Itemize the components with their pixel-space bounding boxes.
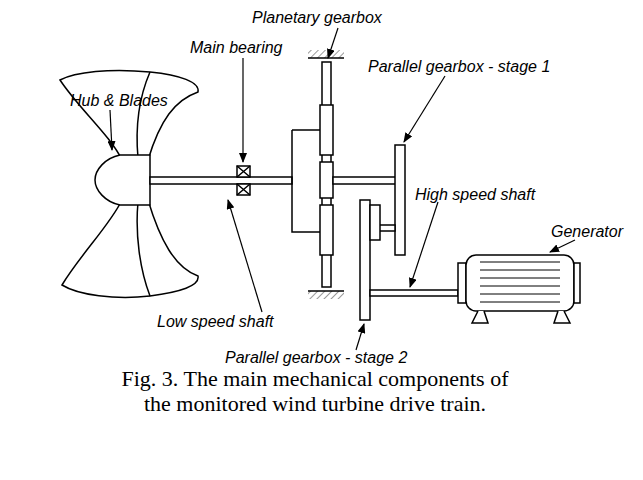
part-label: Low speed shaft (157, 313, 274, 331)
part-label: Planetary gearbox (252, 9, 382, 27)
part-label: Main bearing (190, 39, 283, 57)
mechanics (150, 50, 580, 323)
part-label: High speed shaft (415, 186, 535, 204)
part-label: Hub & Blades (70, 92, 168, 110)
part-label: Generator (551, 223, 623, 241)
part-label: Parallel gearbox - stage 1 (368, 58, 550, 76)
leader-arrows (110, 28, 575, 350)
figure-caption: Fig. 3. The main mechanical components o… (118, 366, 512, 416)
part-label: Parallel gearbox - stage 2 (225, 349, 407, 367)
